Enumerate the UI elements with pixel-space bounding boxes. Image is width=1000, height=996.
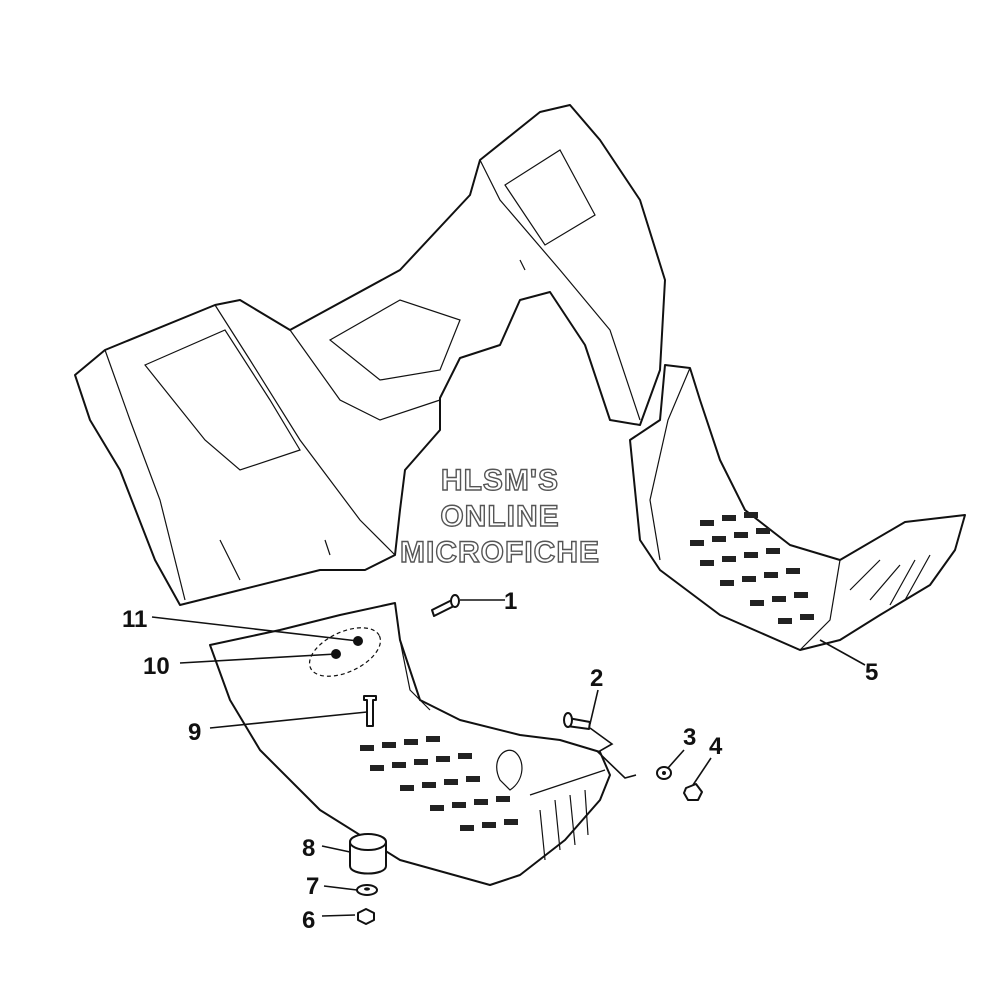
rubber-bumper-8 [349,833,387,875]
footrest-left-side [209,602,611,886]
callout-9: 9 [188,719,201,746]
rear-fender-assembly [74,104,666,606]
nut-6 [357,908,375,925]
leader-lines [151,599,866,917]
callout-4: 4 [709,733,723,760]
washer-3 [656,766,672,780]
footrest-right-grate [690,512,814,624]
washer-7 [356,884,378,896]
watermark-line-1: HLSM'S [441,464,559,497]
nut-4 [683,783,703,801]
footrest-right-side [629,364,966,651]
bolt-9 [363,695,377,727]
watermark-line-2: ONLINE [440,500,559,533]
bolt-2 [563,712,591,730]
callout-1: 1 [504,588,517,615]
callout-5: 5 [865,659,878,686]
watermark-line-3: MICROFICHE [400,536,600,569]
footrest-left-grate [360,736,518,831]
callout-10: 10 [143,653,170,680]
callout-3: 3 [683,724,696,751]
callout-7: 7 [306,873,319,900]
watermark: HLSM'S ONLINE MICROFICHE [399,463,600,569]
callout-labels: 1 2 3 4 5 6 7 8 9 10 11 [122,588,878,934]
callout-8: 8 [302,835,315,862]
callout-11: 11 [122,606,147,633]
callout-6: 6 [302,907,315,934]
bolt-1 [431,594,460,617]
callout-2: 2 [590,665,603,692]
